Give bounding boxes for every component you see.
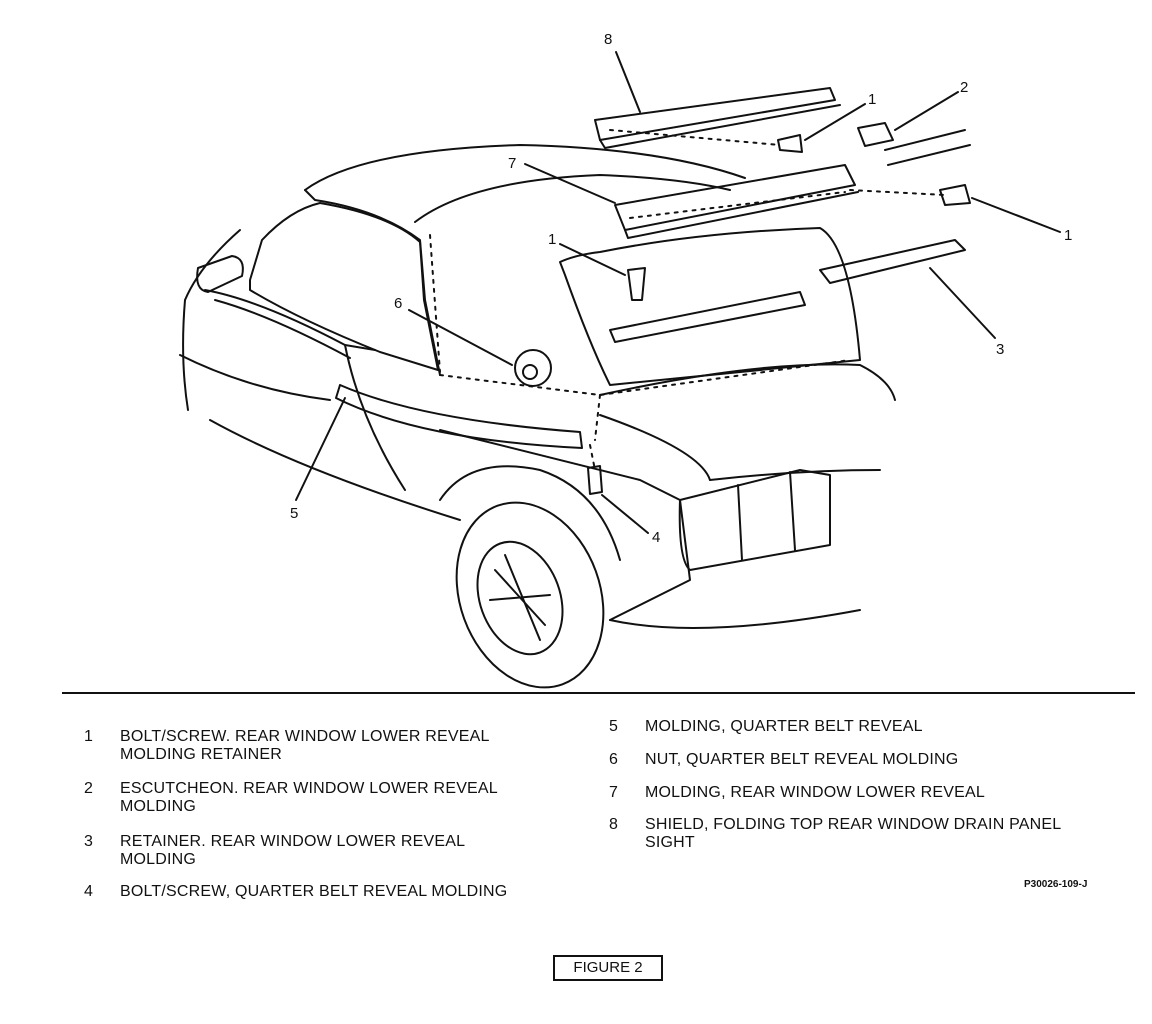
car-side-window <box>249 202 439 371</box>
trunk-edge <box>599 414 711 481</box>
legend-text: BOLT/SCREW, QUARTER BELT REVEAL MOLDING <box>120 883 508 900</box>
leader-1b <box>971 197 1061 233</box>
figure-code: P30026-109-J <box>1024 879 1088 890</box>
callout-8: 8 <box>604 31 612 48</box>
rear-window-opening <box>559 227 861 386</box>
tail-lamp <box>678 469 831 571</box>
legend-text: NUT, QUARTER BELT REVEAL MOLDING <box>645 751 959 768</box>
car-front-outline <box>182 229 241 411</box>
callout-1-top: 1 <box>868 91 876 108</box>
legend-text: SHIELD, FOLDING TOP REAR WINDOW DRAIN PA… <box>645 816 1062 851</box>
wheel-spoke-3 <box>489 594 551 601</box>
leader-2 <box>894 91 959 131</box>
part-8-shield <box>594 87 836 141</box>
legend-number: 5 <box>609 718 619 735</box>
rear-deck <box>709 469 881 481</box>
car-roof-line-2 <box>414 174 731 223</box>
part-1-bolt-mid <box>627 267 646 301</box>
callout-6: 6 <box>394 295 402 312</box>
legend-text: MOLDING, QUARTER BELT REVEAL <box>645 718 923 735</box>
part-2-rail <box>884 129 971 166</box>
legend-text: MOLDING, REAR WINDOW LOWER REVEAL <box>645 784 985 801</box>
leader-1c <box>559 243 626 276</box>
figure-label: FIGURE 2 <box>553 955 663 981</box>
alignment-dashes <box>429 129 946 471</box>
car-roof-outline <box>304 144 746 191</box>
callout-5: 5 <box>290 505 298 522</box>
leader-1a <box>804 103 866 141</box>
car-rear-pillar <box>304 189 441 376</box>
rear-wheel-rim <box>476 540 564 656</box>
part-4-bolt <box>587 465 603 495</box>
quarter-body <box>439 429 691 621</box>
leader-5 <box>295 397 346 501</box>
belt-line-left <box>204 289 376 351</box>
callout-4: 4 <box>652 529 660 546</box>
part-5-molding <box>335 384 583 449</box>
callout-1-mid: 1 <box>548 231 556 248</box>
legend-divider <box>62 692 1135 694</box>
legend-number: 4 <box>84 883 94 900</box>
legend-number: 6 <box>609 751 619 768</box>
rear-bumper <box>609 609 861 629</box>
callout-3: 3 <box>996 341 1004 358</box>
leader-6 <box>408 309 513 366</box>
quarter-panel-lower <box>179 354 331 401</box>
leader-7 <box>524 163 616 204</box>
part-8-shield-edge <box>599 104 841 149</box>
tail-lamp-divider-1 <box>737 484 743 561</box>
legend-number: 2 <box>84 780 94 797</box>
part-1-bolt-top <box>777 134 803 153</box>
callout-1-right: 1 <box>1064 227 1072 244</box>
part-6-nut-inner <box>522 364 538 380</box>
legend-number: 8 <box>609 816 619 833</box>
wheel-arch <box>439 465 621 561</box>
leader-8 <box>615 51 641 113</box>
side-mirror <box>196 255 244 293</box>
rear-tire <box>455 501 605 689</box>
part-7-molding-edge <box>624 191 859 239</box>
exploded-view-diagram: 8 2 1 7 1 1 6 3 5 4 <box>179 31 1072 689</box>
part-1-bolt-right <box>939 184 971 206</box>
leader-3 <box>929 267 996 339</box>
legend-number: 3 <box>84 833 94 850</box>
legend-text: BOLT/SCREW. REAR WINDOW LOWER REVEAL MOL… <box>120 728 490 763</box>
door-seam <box>344 344 406 491</box>
callout-2: 2 <box>960 79 968 96</box>
legend-text: ESCUTCHEON. REAR WINDOW LOWER REVEAL MOL… <box>120 780 498 815</box>
part-2-escutcheon <box>857 122 894 147</box>
sill-line <box>209 419 461 521</box>
callout-7: 7 <box>508 155 516 172</box>
legend-number: 7 <box>609 784 619 801</box>
leader-4 <box>601 494 649 534</box>
part-7-molding <box>614 164 856 231</box>
legend-text: RETAINER. REAR WINDOW LOWER REVEAL MOLDI… <box>120 833 466 868</box>
tail-lamp-divider-2 <box>789 471 796 551</box>
legend-number: 1 <box>84 728 94 745</box>
part-6-nut <box>514 349 552 387</box>
part-3-retainer <box>819 239 966 284</box>
belt-line-left-2 <box>214 299 351 359</box>
part-3-retainer-lower <box>609 291 806 343</box>
